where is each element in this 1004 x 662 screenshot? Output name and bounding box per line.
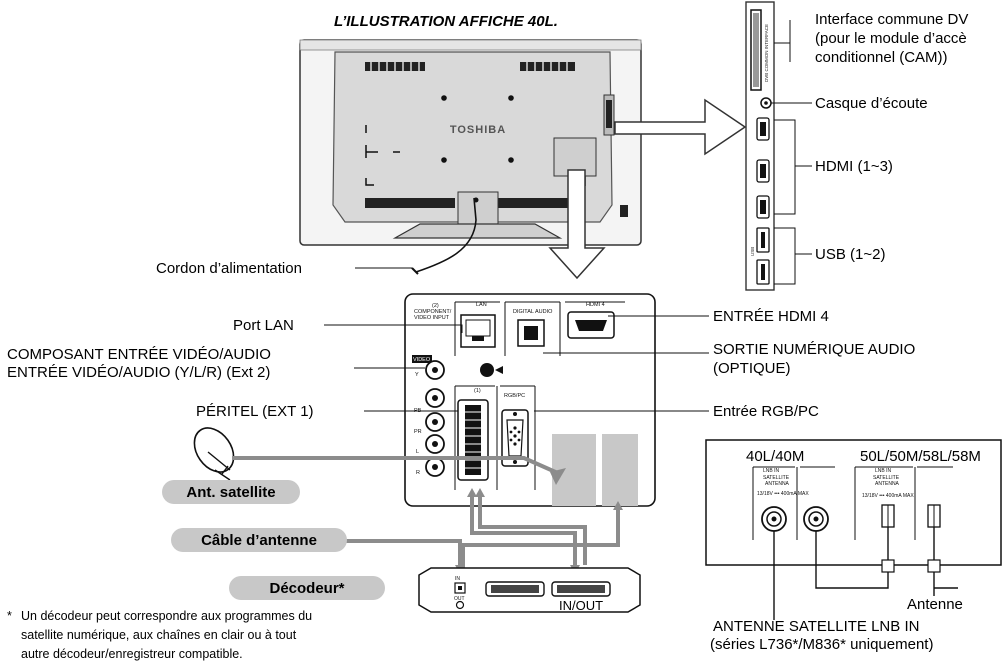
antenne-label: Antenne — [907, 596, 963, 613]
diagram-title: L’ILLUSTRATION AFFICHE 40L. — [334, 13, 558, 30]
decoder-pill: Décodeur* — [229, 576, 385, 600]
lnb-in-label-a: LNB IN — [763, 468, 780, 474]
model-40l-label: 40L/40M — [746, 448, 804, 465]
panel-scart-num: (1) — [474, 388, 481, 394]
scart-label: PÉRITEL (EXT 1) — [196, 403, 314, 420]
power-cord-label: Cordon d’alimentation — [156, 260, 302, 277]
footnote: * Un décodeur peut correspondre aux prog… — [7, 609, 312, 661]
lnb-label-line1: ANTENNE SATELLITE LNB IN — [713, 618, 919, 635]
side-panel: DVB COMMON INTERFACE USB — [745, 1, 775, 291]
ci-label-line1: Interface commune DV — [815, 11, 968, 28]
panel-lan-label: LAN — [476, 302, 487, 308]
rgb-pc-input-label: Entrée RGB/PC — [713, 403, 819, 420]
tv-back-illustration: TOSHIBA — [299, 39, 642, 275]
rear-connector-panel: (2) COMPONENT/ VIDEO INPUT LAN DIGITAL A… — [404, 293, 656, 507]
ci-strip-label: DVB COMMON INTERFACE — [764, 24, 769, 82]
panel-digital-audio-label: DIGITAL AUDIO — [513, 309, 553, 315]
sat-antenna-label-b2: ANTENNA — [875, 481, 900, 487]
antenna-cable-pill: Câble d’antenne — [171, 528, 347, 552]
satellite-pill: Ant. satellite — [162, 480, 300, 504]
panel-video-badge: VIDEO — [413, 357, 431, 363]
decoder-box: IN OUT IN/OUT — [418, 567, 641, 613]
footnote-line1: Un décodeur peut correspondre aux progra… — [21, 609, 312, 623]
decoder-inout-label: IN/OUT — [559, 598, 603, 613]
satellite-pill-label: Ant. satellite — [186, 484, 275, 501]
component-label-line1: COMPOSANT ENTRÉE VIDÉO/AUDIO — [7, 346, 271, 363]
panel-l-label: L — [416, 449, 419, 455]
panel-component-line2: VIDEO INPUT — [414, 315, 450, 321]
panel-rgbpc-label: RGB/PC — [504, 393, 525, 399]
usb-tiny-label: USB — [750, 247, 755, 256]
spec-label-b: 13/18V ••• 400mA MAX — [862, 493, 914, 499]
footnote-line2: satellite numérique, aux chaînes en clai… — [21, 628, 297, 642]
digital-audio-label-line2: (OPTIQUE) — [713, 360, 791, 377]
hdmi4-input-label: ENTRÉE HDMI 4 — [713, 308, 829, 325]
lnb-label-line2: (séries L736*/M836* uniquement) — [710, 636, 933, 653]
usb-1-2-label: USB (1~2) — [815, 246, 885, 263]
headphone-label: Casque d’écoute — [815, 95, 928, 112]
panel-component-line1: COMPONENT/ — [414, 309, 452, 315]
connection-cables — [232, 456, 620, 583]
model-50l-label: 50L/50M/58L/58M — [860, 448, 981, 465]
rear-left-callouts — [324, 324, 463, 412]
decoder-in-label: IN — [455, 576, 460, 582]
side-panel-callouts — [771, 20, 812, 285]
footnote-star: * — [7, 609, 12, 623]
satellite-dish-icon — [193, 427, 235, 481]
arrow-to-side-panel — [614, 98, 747, 156]
decoder-pill-label: Décodeur* — [269, 580, 344, 597]
panel-r-label: R — [416, 470, 420, 476]
digital-audio-label-line1: SORTIE NUMÉRIQUE AUDIO — [713, 341, 915, 358]
rear-right-callouts — [534, 315, 709, 412]
ci-label-line2: (pour le module d’accè — [815, 30, 967, 47]
sat-antenna-label-a: SATELLITE — [763, 475, 790, 481]
antenna-connector-panel: 40L/40M 50L/50M/58L/58M LNB IN SATELLITE… — [705, 439, 1002, 566]
decoder-out-label: OUT — [454, 596, 465, 602]
tv-brand-logo: TOSHIBA — [450, 124, 506, 136]
panel-component-num: (2) — [432, 303, 439, 309]
footnote-line3: autre décodeur/enregistreur compatible. — [21, 647, 243, 661]
lnb-in-label-b: LNB IN — [875, 468, 892, 474]
hdmi-1-3-label: HDMI (1~3) — [815, 158, 893, 175]
panel-y-label: Y — [415, 372, 419, 378]
lan-port-label: Port LAN — [233, 317, 294, 334]
panel-hdmi4-label: HDMI 4 — [586, 302, 605, 308]
panel-pr-label: PR — [414, 429, 422, 435]
sat-antenna-label-a2: ANTENNA — [765, 481, 790, 487]
antenna-wiring — [773, 527, 958, 620]
spec-label-a: 13/18V ••• 400mA MAX — [757, 491, 809, 497]
arrow-to-rear-panel — [548, 169, 606, 280]
component-label-line2: ENTRÉE VIDÉO/AUDIO (Y/L/R) (Ext 2) — [7, 364, 270, 381]
ci-label-line3: conditionnel (CAM)) — [815, 49, 948, 66]
antenna-cable-pill-label: Câble d’antenne — [201, 532, 317, 549]
sat-antenna-label-b: SATELLITE — [873, 475, 900, 481]
